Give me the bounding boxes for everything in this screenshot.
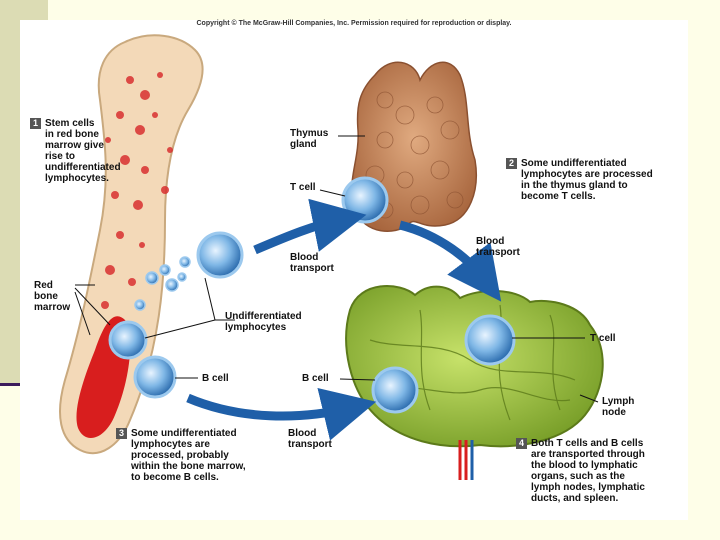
label-t-cell-thymus: T cell	[290, 182, 316, 193]
step-text: Some undifferentiated lymphocytes are pr…	[521, 158, 653, 202]
copyright-notice: Copyright © The McGraw-Hill Companies, I…	[196, 20, 512, 27]
label-blood-transport-1: Blood transport	[290, 252, 334, 274]
bone	[59, 34, 204, 455]
b-cell-bone	[133, 355, 177, 399]
step-number: 4	[516, 438, 527, 449]
label-undifferentiated-lymphocytes: Undifferentiated lymphocytes	[225, 311, 302, 333]
step-1: 1 Stem cells in red bone marrow give rise…	[30, 118, 121, 184]
arrow-b-cell-to-node	[186, 388, 377, 441]
label-b-cell-bone: B cell	[202, 373, 229, 384]
step-4: 4 Both T cells and B cells are transporte…	[516, 438, 645, 504]
label-b-cell-node: B cell	[302, 373, 329, 384]
illustration	[59, 34, 604, 480]
t-cell-node	[464, 314, 516, 366]
undifferentiated-lymphocyte-cell	[196, 231, 244, 279]
leader-lines	[74, 135, 599, 403]
step-text: Stem cells in red bone marrow give rise …	[45, 118, 121, 184]
step-number: 2	[506, 158, 517, 169]
step-text: Some undifferentiated lymphocytes are pr…	[131, 428, 246, 483]
b-cell-node	[371, 366, 419, 414]
label-thymus-gland: Thymus gland	[290, 128, 329, 150]
t-cell-thymus	[341, 176, 389, 224]
step-3: 3 Some undifferentiated lymphocytes are p…	[116, 428, 246, 483]
background-accent-line	[0, 383, 20, 386]
label-t-cell-node: T cell	[590, 333, 616, 344]
step-number: 3	[116, 428, 127, 439]
label-lymph-node: Lymph node	[602, 396, 635, 418]
step-2: 2 Some undifferentiated lymphocytes are p…	[506, 158, 653, 202]
label-blood-transport-3: Blood transport	[288, 428, 332, 450]
step-text: Both T cells and B cells are transported…	[531, 438, 645, 504]
marrow-spots	[101, 72, 173, 309]
transport-arrows	[186, 198, 502, 441]
undifferentiated-lymphocyte-cell	[108, 320, 148, 360]
label-blood-transport-2: Blood transport	[476, 236, 520, 258]
arrow-to-thymus	[253, 198, 367, 255]
figure-panel: Copyright © The McGraw-Hill Companies, I…	[20, 20, 688, 520]
arrow-to-lymph-node	[398, 220, 502, 302]
label-red-bone-marrow: Red bone marrow	[34, 280, 71, 313]
step-number: 1	[30, 118, 41, 129]
